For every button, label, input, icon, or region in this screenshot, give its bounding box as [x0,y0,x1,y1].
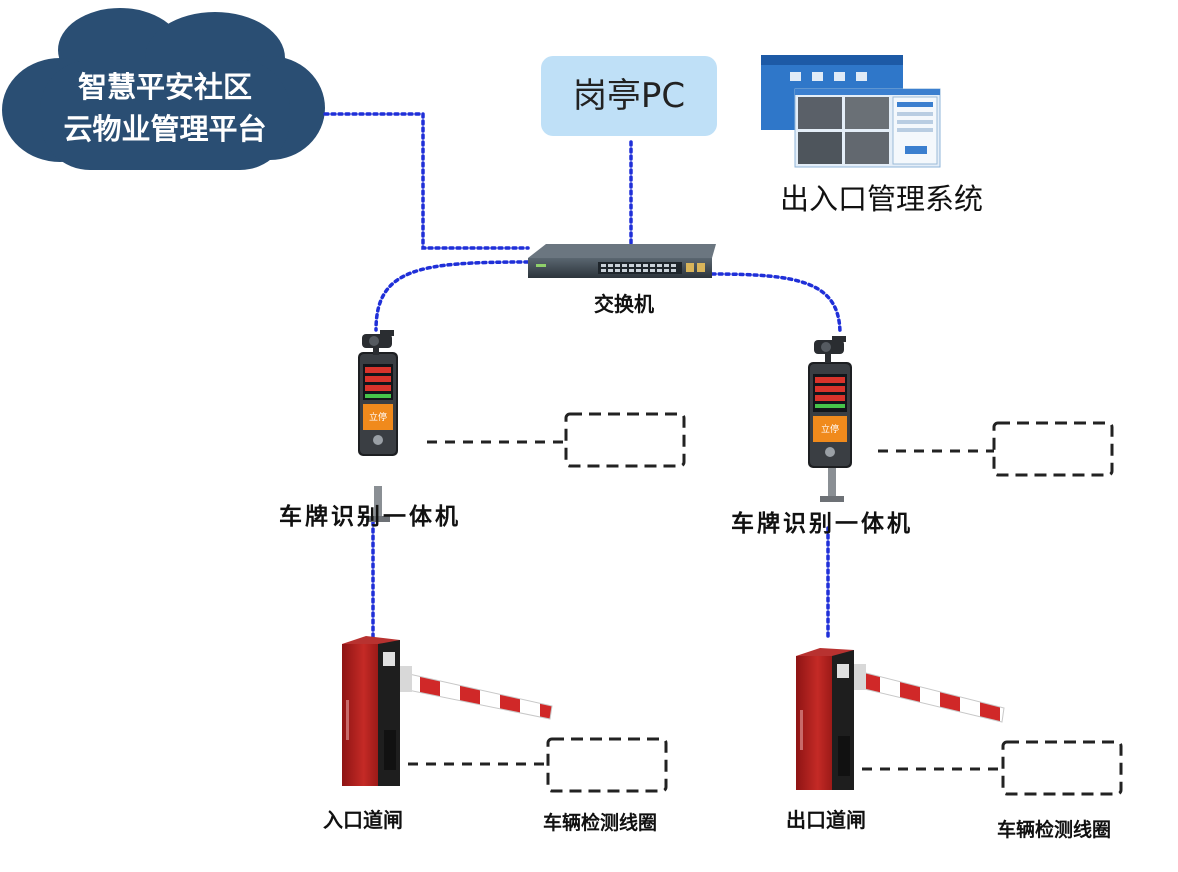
switch-label: 交换机 [594,292,654,316]
booth-pc-box [541,56,717,136]
loop-left-label: 车辆检测线圈 [543,812,658,834]
cloud-label-line2: 云物业管理平台 [63,112,267,146]
detection-loop-icon [546,737,668,793]
cloud-label-line1: 智慧平安社区 [77,70,252,104]
cloud-platform-label: 智慧平安社区 云物业管理平台 [30,66,300,150]
detection-loop-icon [564,412,686,468]
lpr-screen-text: 立停 [369,411,387,423]
cloud-to-switch-link [323,112,530,250]
monitor-icon [761,55,941,168]
loop-right-label: 车辆检测线圈 [997,819,1112,841]
lpr-screen-text: 立停 [821,423,839,435]
network-switch-icon [528,244,716,278]
detection-loop-icon [1001,740,1123,796]
cloud-icon [2,8,325,170]
booth-pc-label: 岗亭PC [572,76,686,116]
barrier-gate-icon [796,648,1005,790]
detection-loop-icon [992,421,1114,477]
switch-to-left-lpr-link [374,260,530,332]
switch-to-right-lpr-link [710,272,842,336]
lpr-camera-icon: 立停 [358,330,398,522]
entry-gate-label: 入口道闸 [323,808,403,832]
lpr-left-label: 车牌识别一体机 [279,504,461,530]
management-system-label: 出入口管理系统 [780,182,984,216]
lpr-right-label: 车牌识别一体机 [731,511,913,537]
exit-gate-label: 出口道闸 [786,808,866,832]
barrier-gate-icon [342,636,553,786]
lpr-camera-icon: 立停 [808,336,852,502]
